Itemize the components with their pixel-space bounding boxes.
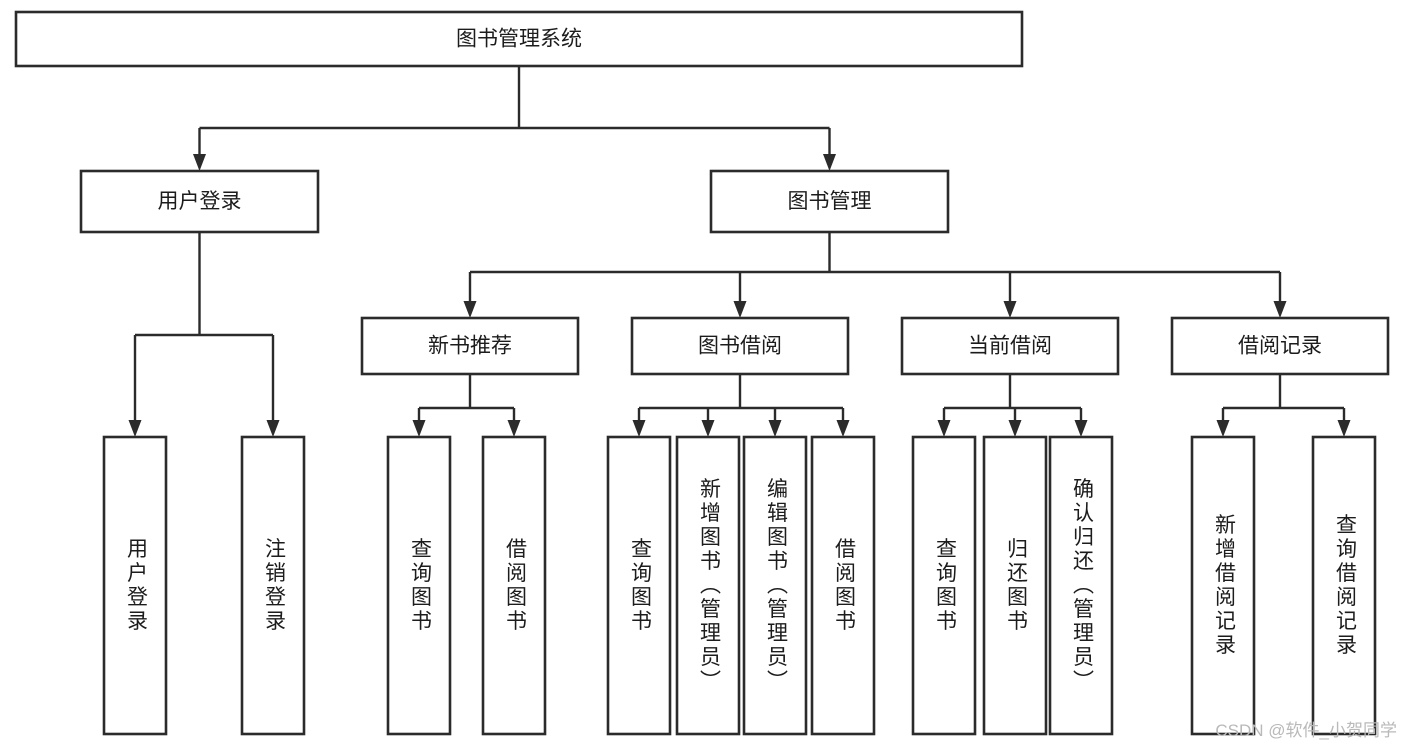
node-label: 查询图书	[408, 538, 432, 634]
node-leaf-query-book-1[interactable]: 查询图书	[386, 435, 452, 736]
node-root[interactable]: 图书管理系统	[14, 10, 1024, 68]
node-box[interactable]	[1190, 435, 1256, 736]
node-box[interactable]	[709, 169, 950, 234]
connector-group	[193, 66, 836, 171]
node-label: 注销登录	[262, 538, 286, 634]
node-box[interactable]	[386, 435, 452, 736]
node-label: 用户登录	[124, 538, 148, 634]
node-leaf-user-login[interactable]: 用户登录	[102, 435, 168, 736]
arrowhead-icon	[1003, 301, 1017, 318]
connector-group	[463, 232, 1287, 318]
node-leaf-query-borrow-record[interactable]: 查询借阅记录	[1311, 435, 1377, 736]
node-leaf-query-book-3[interactable]: 查询图书	[911, 435, 977, 736]
node-box[interactable]	[810, 435, 876, 736]
connector-group	[937, 374, 1088, 437]
node-leaf-edit-book-admin[interactable]: 编辑图书（管理员）	[742, 435, 808, 736]
arrowhead-icon	[1074, 420, 1088, 437]
node-label: 归还图书	[1004, 538, 1028, 634]
node-box[interactable]	[982, 435, 1048, 736]
node-box[interactable]	[79, 169, 320, 234]
node-box[interactable]	[630, 316, 850, 376]
node-box[interactable]	[675, 435, 741, 736]
connector-group	[1216, 374, 1351, 437]
node-box[interactable]	[14, 10, 1024, 68]
node-box[interactable]	[742, 435, 808, 736]
node-label: 查询图书	[933, 538, 957, 634]
node-box[interactable]	[1048, 435, 1114, 736]
arrowhead-icon	[1337, 420, 1351, 437]
node-current-borrow[interactable]: 当前借阅	[900, 316, 1120, 376]
node-label: 当前借阅	[968, 335, 1052, 358]
arrowhead-icon	[768, 420, 782, 437]
arrowhead-icon	[836, 420, 850, 437]
connector-edges	[128, 66, 1351, 437]
node-box[interactable]	[481, 435, 547, 736]
node-label: 确认归还（管理员）	[1070, 478, 1094, 694]
arrowhead-icon	[128, 420, 142, 437]
node-box[interactable]	[1170, 316, 1390, 376]
node-leaf-add-borrow-record[interactable]: 新增借阅记录	[1190, 435, 1256, 736]
connector-group	[412, 374, 521, 437]
arrowhead-icon	[193, 154, 206, 171]
node-box[interactable]	[900, 316, 1120, 376]
arrowhead-icon	[1273, 301, 1287, 318]
diagram-nodes: 图书管理系统用户登录图书管理新书推荐图书借阅当前借阅借阅记录用户登录注销登录查询…	[14, 10, 1390, 736]
arrowhead-icon	[507, 420, 521, 437]
connector-group	[632, 374, 850, 437]
node-label: 图书管理系统	[456, 28, 582, 51]
node-new-book-recommend[interactable]: 新书推荐	[360, 316, 580, 376]
node-label: 编辑图书（管理员）	[764, 478, 788, 694]
node-leaf-logout[interactable]: 注销登录	[240, 435, 306, 736]
arrowhead-icon	[823, 154, 836, 171]
node-user-login[interactable]: 用户登录	[79, 169, 320, 234]
node-book-borrow[interactable]: 图书借阅	[630, 316, 850, 376]
node-label: 借阅图书	[832, 538, 856, 634]
node-box[interactable]	[606, 435, 672, 736]
node-leaf-confirm-return-admin[interactable]: 确认归还（管理员）	[1048, 435, 1114, 736]
arrowhead-icon	[1008, 420, 1022, 437]
arrowhead-icon	[701, 420, 715, 437]
node-book-management[interactable]: 图书管理	[709, 169, 950, 234]
arrowhead-icon	[463, 301, 477, 318]
node-label: 新增图书（管理员）	[697, 478, 721, 694]
node-label: 图书借阅	[698, 335, 782, 358]
node-label: 新书推荐	[428, 335, 512, 358]
connector-group	[128, 232, 280, 437]
node-borrow-record[interactable]: 借阅记录	[1170, 316, 1390, 376]
node-label: 图书管理	[788, 190, 872, 213]
node-leaf-borrow-book-1[interactable]: 借阅图书	[481, 435, 547, 736]
node-box[interactable]	[911, 435, 977, 736]
node-box[interactable]	[360, 316, 580, 376]
node-leaf-query-book-2[interactable]: 查询图书	[606, 435, 672, 736]
arrowhead-icon	[266, 420, 280, 437]
node-box[interactable]	[102, 435, 168, 736]
node-box[interactable]	[1311, 435, 1377, 736]
node-leaf-add-book-admin[interactable]: 新增图书（管理员）	[675, 435, 741, 736]
node-label: 借阅图书	[503, 538, 527, 634]
arrowhead-icon	[937, 420, 951, 437]
arrowhead-icon	[412, 420, 426, 437]
arrowhead-icon	[632, 420, 646, 437]
node-box[interactable]	[240, 435, 306, 736]
arrowhead-icon	[733, 301, 747, 318]
arrowhead-icon	[1216, 420, 1230, 437]
node-label: 查询图书	[628, 538, 652, 634]
node-label: 查询借阅记录	[1333, 514, 1357, 658]
node-leaf-return-book[interactable]: 归还图书	[982, 435, 1048, 736]
node-label: 用户登录	[158, 190, 242, 213]
node-label: 借阅记录	[1238, 335, 1322, 358]
node-label: 新增借阅记录	[1212, 514, 1236, 658]
node-leaf-borrow-book-2[interactable]: 借阅图书	[810, 435, 876, 736]
